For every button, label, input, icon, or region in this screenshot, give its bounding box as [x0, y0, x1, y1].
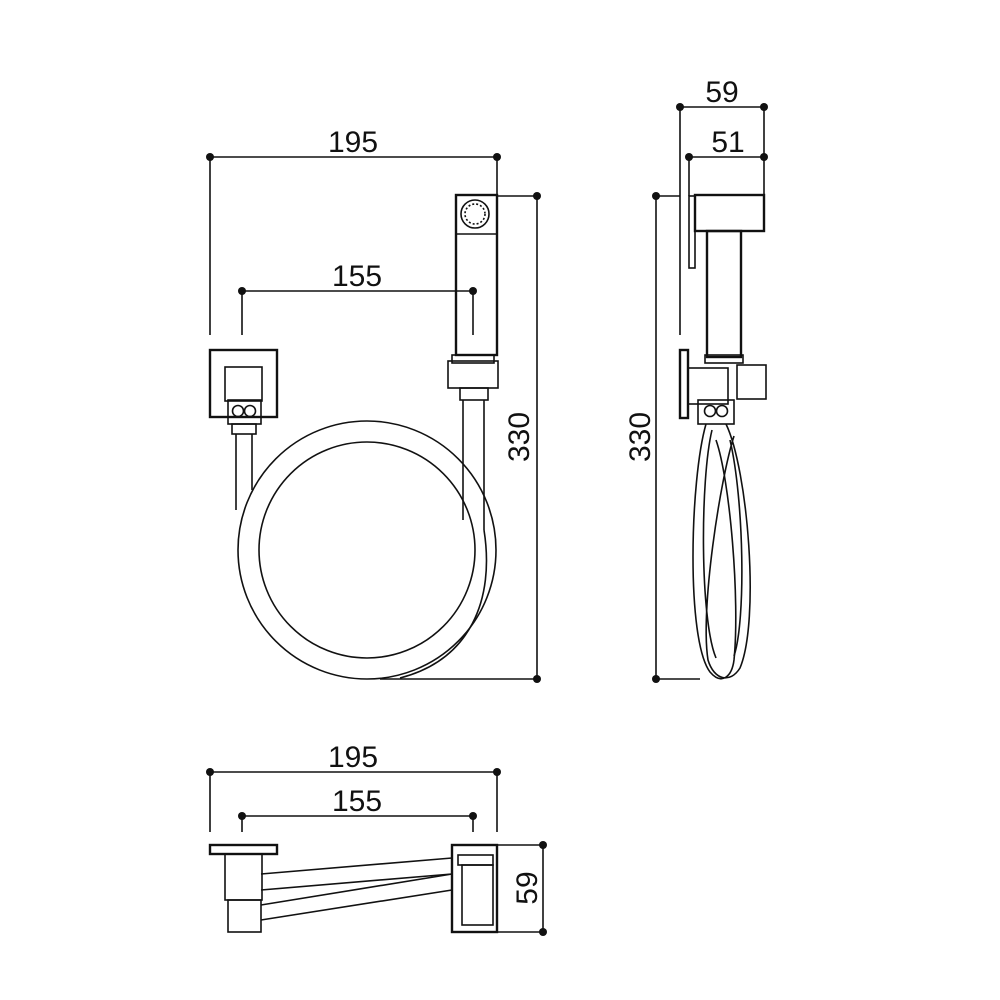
wall-bracket-top [208, 843, 279, 933]
side-height-label: 330 [624, 412, 657, 462]
hose-side [692, 423, 751, 680]
top-width-inner-label: 155 [332, 785, 382, 818]
hand-shower-front [447, 193, 499, 401]
front-width-inner-label: 155 [332, 260, 382, 293]
hand-shower-side [688, 193, 766, 364]
top-view: 195 155 59 [206, 741, 547, 936]
top-dim-195: 195 [206, 741, 501, 832]
top-depth-label: 59 [511, 871, 544, 904]
side-width-total-label: 59 [705, 76, 738, 109]
side-dim-330: 330 [624, 192, 700, 683]
front-dim-330: 330 [380, 192, 541, 683]
side-dim-59: 59 [676, 76, 768, 335]
side-dim-51: 51 [685, 126, 768, 196]
front-dim-195: 195 [206, 126, 501, 335]
hose-top [260, 857, 453, 921]
wall-bracket-front [208, 348, 279, 435]
front-height-label: 330 [503, 412, 536, 462]
front-view: 195 155 330 [206, 126, 541, 683]
hose-front [235, 400, 497, 680]
top-width-total-label: 195 [328, 741, 378, 774]
top-dim-59: 59 [497, 841, 547, 936]
hand-shower-top [450, 843, 499, 934]
front-width-total-label: 195 [328, 126, 378, 159]
wall-bracket-side [678, 348, 767, 425]
front-dim-155: 155 [238, 260, 477, 335]
side-view: 59 51 330 [624, 76, 768, 683]
top-dim-155: 155 [238, 785, 477, 832]
side-width-inner-label: 51 [711, 126, 744, 159]
